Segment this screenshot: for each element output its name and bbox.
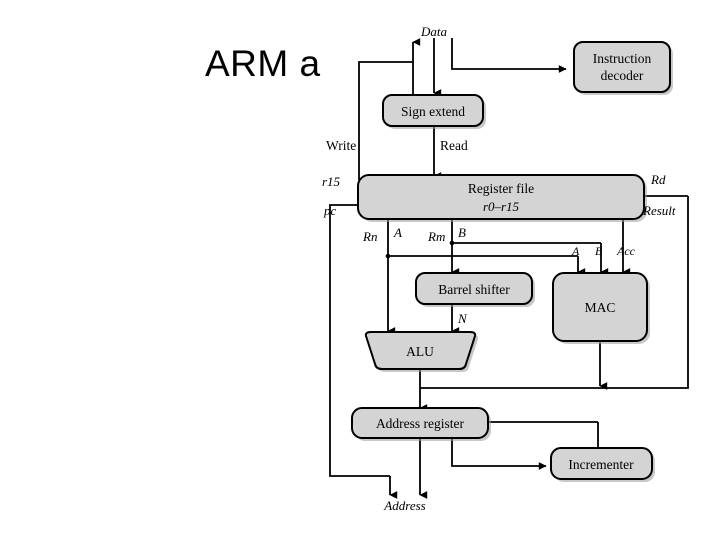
block-sign-extend[interactable]: Sign extend bbox=[382, 94, 486, 129]
register-file-label-line1: Register file bbox=[468, 181, 534, 196]
label-acc: Acc bbox=[616, 244, 636, 258]
alu-label: ALU bbox=[406, 344, 434, 359]
instruction-decoder-box bbox=[573, 41, 671, 93]
mac-label: MAC bbox=[585, 300, 616, 315]
address-register-box bbox=[351, 407, 489, 439]
register-file-label-line2: r0–r15 bbox=[483, 199, 520, 214]
label-n: N bbox=[457, 311, 468, 326]
block-alu[interactable]: ALU bbox=[364, 331, 479, 372]
junction-b-bus bbox=[449, 240, 455, 246]
address-register-label: Address register bbox=[376, 416, 465, 431]
label-pc: pc bbox=[323, 203, 337, 218]
block-instruction-decoder[interactable]: Instruction decoder bbox=[573, 41, 673, 95]
wire-junctions bbox=[385, 240, 455, 259]
barrel-shifter-box bbox=[415, 272, 533, 305]
mac-box bbox=[552, 272, 648, 342]
label-b-mac: B bbox=[595, 244, 603, 258]
label-rn: Rn bbox=[362, 229, 377, 244]
label-a-mac: A bbox=[571, 244, 580, 258]
page-title: ARM a bbox=[205, 43, 321, 84]
instruction-decoder-label-line2: decoder bbox=[601, 68, 644, 83]
wire-write-path bbox=[358, 61, 413, 180]
label-rd: Rd bbox=[650, 172, 666, 187]
incrementer-label: Incrementer bbox=[568, 457, 634, 472]
sign-extend-box bbox=[382, 94, 484, 127]
block-incrementer[interactable]: Incrementer bbox=[550, 447, 655, 482]
label-a-left: A bbox=[393, 225, 402, 240]
wire-result-bus bbox=[420, 196, 689, 389]
label-write: Write bbox=[326, 138, 356, 153]
junction-a-bus bbox=[385, 253, 391, 259]
sign-extend-label: Sign extend bbox=[401, 104, 465, 119]
block-register-file[interactable]: Register file r0–r15 bbox=[357, 174, 647, 222]
label-b-left: B bbox=[458, 225, 466, 240]
alu-box bbox=[364, 331, 477, 370]
label-address: Address bbox=[383, 498, 425, 513]
label-r15: r15 bbox=[322, 174, 341, 189]
wire-pc-to-address bbox=[329, 204, 390, 477]
wire-group bbox=[329, 38, 689, 499]
label-rm: Rm bbox=[427, 229, 445, 244]
label-data: Data bbox=[420, 24, 448, 39]
instruction-decoder-label-line1: Instruction bbox=[593, 51, 652, 66]
wire-addressreg-to-incrementer bbox=[451, 437, 547, 470]
register-file-box bbox=[357, 174, 645, 220]
block-mac[interactable]: MAC bbox=[552, 272, 650, 344]
incrementer-box bbox=[550, 447, 653, 480]
label-read: Read bbox=[440, 138, 468, 153]
block-barrel-shifter[interactable]: Barrel shifter bbox=[415, 272, 535, 307]
wire-data-to-decoder bbox=[451, 38, 567, 73]
barrel-shifter-label: Barrel shifter bbox=[438, 282, 510, 297]
label-result: Result bbox=[642, 203, 676, 218]
block-address-register[interactable]: Address register bbox=[351, 407, 491, 441]
